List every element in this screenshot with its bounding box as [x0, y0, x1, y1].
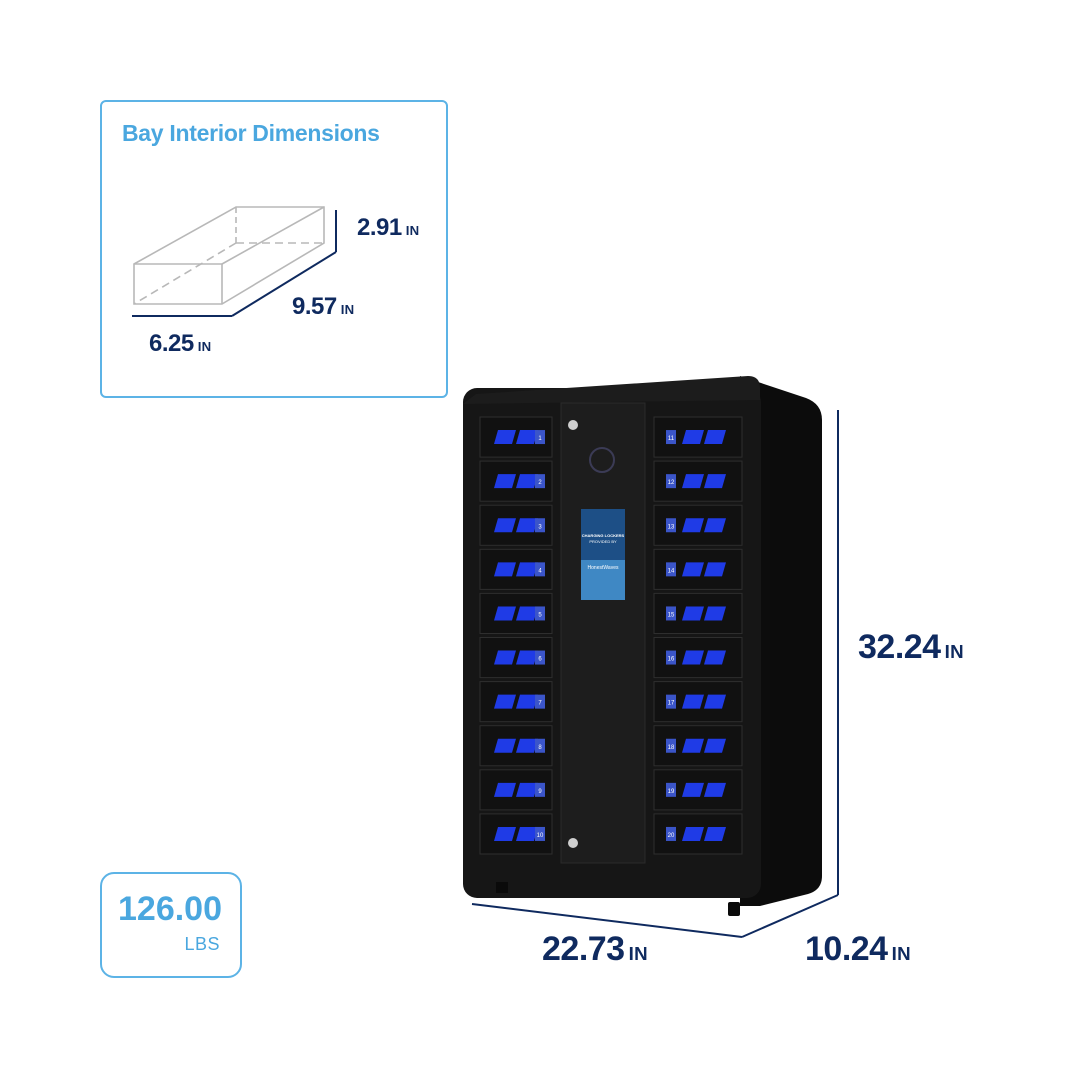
- bay-title: Bay Interior Dimensions: [122, 120, 380, 146]
- locker-door-number: 4: [538, 568, 542, 574]
- locker-door-13[interactable]: 13: [653, 504, 743, 546]
- weight-unit: LBS: [184, 934, 220, 954]
- locker-door-number: 15: [668, 612, 675, 618]
- screen-brand: HonestWaves: [588, 565, 619, 571]
- locker-door-18[interactable]: 18: [653, 725, 743, 767]
- charging-locker: CHARGING LOCKERS PROVIDED BY HonestWaves…: [463, 376, 822, 916]
- locker-door-number: 20: [668, 833, 675, 839]
- locker-door-5[interactable]: 5: [479, 592, 553, 635]
- bay-depth-unit: IN: [340, 302, 355, 317]
- locker-height-unit: IN: [944, 641, 964, 662]
- left-door-column: 1 2 3 4 5 6 7 8 9 10: [479, 416, 553, 855]
- locker-door-number: 2: [538, 480, 542, 486]
- locker-door-number: 3: [538, 524, 542, 530]
- locker-width-unit: IN: [628, 943, 648, 964]
- locker-depth-unit: IN: [891, 943, 911, 964]
- locker-depth-value: 10.24: [805, 930, 888, 968]
- weight-badge: 126.00 LBS: [100, 872, 242, 978]
- locker-door-3[interactable]: 3: [479, 504, 553, 546]
- locker-height-value: 32.24: [858, 628, 941, 666]
- bay-depth-value: 9.57: [292, 293, 337, 320]
- locker-door-number: 5: [538, 612, 542, 618]
- bay-height-value: 2.91: [357, 214, 402, 241]
- locker-door-number: 17: [668, 701, 675, 707]
- locker-door-15[interactable]: 15: [653, 592, 743, 635]
- locker-door-14[interactable]: 14: [653, 548, 743, 590]
- locker-door-8[interactable]: 8: [479, 725, 553, 767]
- locker-door-number: 1: [538, 436, 542, 442]
- locker-door-number: 19: [668, 789, 675, 795]
- right-door-column: 11 12 13 14 15 16 17 18 19 20: [653, 416, 743, 855]
- bay-width-value: 6.25: [149, 330, 194, 357]
- tray-wireframe: [133, 206, 325, 305]
- locker-door-number: 9: [538, 789, 542, 795]
- screen-line1: CHARGING LOCKERS: [582, 533, 625, 538]
- locker-door-7[interactable]: 7: [479, 681, 553, 723]
- locker-door-1[interactable]: 1: [479, 416, 553, 458]
- locker-door-number: 16: [668, 657, 675, 663]
- locker-door-number: 10: [537, 833, 544, 839]
- bay-height-unit: IN: [405, 223, 420, 238]
- screen-line2: PROVIDED BY: [589, 539, 617, 544]
- locker-door-10[interactable]: 10: [479, 813, 553, 855]
- locker-door-number: 8: [538, 745, 542, 751]
- locker-door-number: 6: [538, 657, 542, 663]
- locker-dimension-lines: [471, 410, 839, 938]
- locker-door-number: 14: [668, 568, 675, 574]
- weight-value: 126.00: [118, 890, 222, 928]
- locker-door-number: 13: [668, 524, 675, 530]
- tray-dimension-lines: [132, 210, 337, 317]
- locker-door-20[interactable]: 20: [653, 813, 743, 855]
- locker-door-4[interactable]: 4: [479, 548, 553, 590]
- bay-dimensions-panel: Bay Interior Dimensions: [100, 100, 448, 398]
- locker-door-16[interactable]: 16: [653, 637, 743, 679]
- locker-door-number: 7: [538, 701, 542, 707]
- locker-door-17[interactable]: 17: [653, 681, 743, 723]
- locker-door-number: 11: [668, 436, 675, 442]
- bay-width-unit: IN: [197, 339, 212, 354]
- locker-door-6[interactable]: 6: [479, 637, 553, 679]
- locker-door-11[interactable]: 11: [653, 416, 743, 458]
- locker-width-value: 22.73: [542, 930, 625, 968]
- locker-door-number: 12: [668, 480, 675, 486]
- locker-door-2[interactable]: 2: [479, 460, 553, 502]
- locker-door-9[interactable]: 9: [479, 769, 553, 811]
- locker-door-12[interactable]: 12: [653, 460, 743, 502]
- locker-door-19[interactable]: 19: [653, 769, 743, 811]
- locker-door-number: 18: [668, 745, 675, 751]
